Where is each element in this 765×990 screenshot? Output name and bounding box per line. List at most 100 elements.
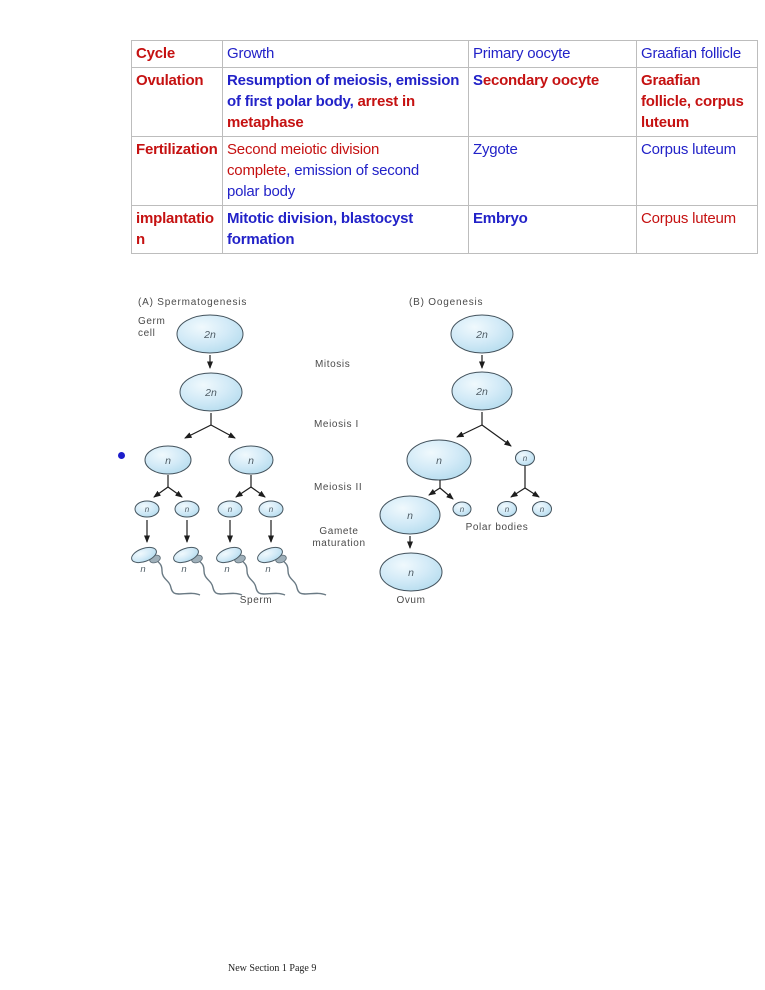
text-run: Mitotic division, blastocyst bbox=[227, 210, 414, 227]
polar-body-node bbox=[515, 450, 535, 466]
text-run: Embryo bbox=[473, 210, 528, 227]
ploidy-label: n bbox=[228, 505, 233, 514]
table-cell: Second meiotic division complete, emissio… bbox=[222, 136, 469, 206]
text-run: Corpus luteum bbox=[641, 141, 736, 158]
ploidy-label: n bbox=[248, 455, 254, 467]
ploidy-label: n bbox=[540, 505, 545, 514]
ploidy-label: n bbox=[505, 505, 510, 514]
text-run: Second meiotic division bbox=[227, 141, 380, 158]
text-run: complete bbox=[227, 162, 287, 179]
ploidy-label: n bbox=[140, 564, 145, 575]
ploidy-label: n bbox=[165, 455, 171, 467]
table-cell: Zygote bbox=[468, 136, 637, 206]
table-cell: Primary oocyte bbox=[468, 40, 637, 68]
ootid-node bbox=[379, 495, 441, 535]
arrow bbox=[153, 486, 169, 498]
table-cell: Ovulation bbox=[131, 67, 223, 137]
secondary-spermatocyte-node bbox=[228, 445, 274, 475]
arrow bbox=[456, 424, 483, 438]
arrow bbox=[167, 486, 183, 498]
polar-body-node bbox=[532, 501, 552, 517]
text-run: arrest in bbox=[357, 93, 416, 110]
stage-label-meiosis1: Meiosis I bbox=[314, 419, 359, 430]
sperm-label: Sperm bbox=[240, 595, 272, 606]
text-run: Primary oocyte bbox=[473, 45, 571, 62]
ploidy-label: n bbox=[145, 505, 150, 514]
panel-b-title: (B) Oogenesis bbox=[409, 297, 483, 308]
text-run: , emission of second bbox=[286, 162, 420, 179]
table-cell: Fertilization bbox=[131, 136, 223, 206]
ploidy-label: n bbox=[436, 455, 442, 467]
text-run: Graafian follicle bbox=[641, 45, 741, 62]
secondary-spermatocyte-node bbox=[144, 445, 192, 475]
ploidy-label: 2n bbox=[475, 329, 488, 341]
table-cell: Secondary oocyte bbox=[468, 67, 637, 137]
table-cell: Embryo bbox=[468, 205, 637, 254]
ploidy-label: 2n bbox=[475, 386, 488, 398]
table-cell: Corpus luteum bbox=[636, 205, 758, 254]
germ-cell-label: cell bbox=[138, 328, 155, 339]
page-footer: New Section 1 Page 9 bbox=[228, 963, 317, 974]
stage-label-gamete-maturation: Gamete bbox=[319, 526, 358, 537]
primary-oocyte-node bbox=[451, 371, 513, 411]
table-cell: Mitotic division, blastocyst formation bbox=[222, 205, 469, 254]
ploidy-label: n bbox=[185, 505, 190, 514]
polar-body-node bbox=[497, 501, 517, 517]
germ-cell-node bbox=[176, 314, 244, 354]
ploidy-label: n bbox=[407, 510, 413, 522]
text-run: Cycle bbox=[136, 45, 176, 62]
spermatid-node bbox=[134, 500, 160, 518]
sperm-cell bbox=[131, 546, 201, 596]
sperm-cell bbox=[173, 546, 243, 596]
text-run: Graafian bbox=[641, 72, 701, 89]
sperm-cell bbox=[257, 546, 327, 596]
text-run: Ovulation bbox=[136, 72, 204, 89]
arrow bbox=[184, 424, 212, 439]
ploidy-label: 2n bbox=[203, 329, 216, 341]
text-run: n bbox=[136, 231, 145, 248]
text-run: Zygote bbox=[473, 141, 518, 158]
polar-bodies-label: Polar bodies bbox=[466, 522, 529, 533]
ploidy-label: n bbox=[460, 505, 465, 514]
text-run: Corpus luteum bbox=[641, 210, 736, 227]
table-row: Cycle Growth Primary oocyte Graafian follic… bbox=[131, 40, 758, 68]
table-cell: Graafian follicle bbox=[636, 40, 758, 68]
arrow bbox=[210, 424, 236, 439]
spermatid-node bbox=[258, 500, 284, 518]
arrow bbox=[235, 486, 252, 498]
spermatogonium-node bbox=[179, 372, 243, 412]
text-run: luteum bbox=[641, 114, 689, 131]
panel-oogenesis: (B) Oogenesis 2n 2n n n n n n bbox=[379, 297, 552, 606]
text-run: metaphase bbox=[227, 114, 304, 131]
list-bullet bbox=[118, 452, 125, 459]
gametogenesis-figure: (A) Spermatogenesis Germ cell 2n 2n n n … bbox=[131, 297, 552, 606]
germ-cell-label: Germ bbox=[138, 316, 165, 327]
panel-spermatogenesis: (A) Spermatogenesis Germ cell 2n 2n n n … bbox=[131, 297, 327, 606]
table-cell: Growth bbox=[222, 40, 469, 68]
table-row: Ovulation Resumption of meiosis, emission… bbox=[131, 67, 758, 137]
arrow bbox=[428, 487, 441, 496]
arrow bbox=[250, 486, 266, 498]
text-run: formation bbox=[227, 231, 295, 248]
stage-label-meiosis2: Meiosis II bbox=[314, 482, 362, 493]
stage-labels: Mitosis Meiosis I Meiosis II Gamete matu… bbox=[312, 359, 365, 549]
oogonium-node bbox=[450, 314, 514, 354]
table-cell: Corpus luteum bbox=[636, 136, 758, 206]
ovum-node bbox=[379, 552, 443, 592]
spermatid-node bbox=[174, 500, 200, 518]
stage-label-mitosis: Mitosis bbox=[315, 359, 350, 370]
text-run: follicle, corpus bbox=[641, 93, 744, 110]
ploidy-label: n bbox=[224, 564, 229, 575]
stage-label-gamete-maturation: maturation bbox=[312, 538, 365, 549]
sperm-cell bbox=[216, 546, 286, 596]
text-run: Growth bbox=[227, 45, 275, 62]
ploidy-label: n bbox=[269, 505, 274, 514]
text-run: of first polar body, bbox=[227, 93, 358, 110]
text-run: polar body bbox=[227, 183, 296, 200]
